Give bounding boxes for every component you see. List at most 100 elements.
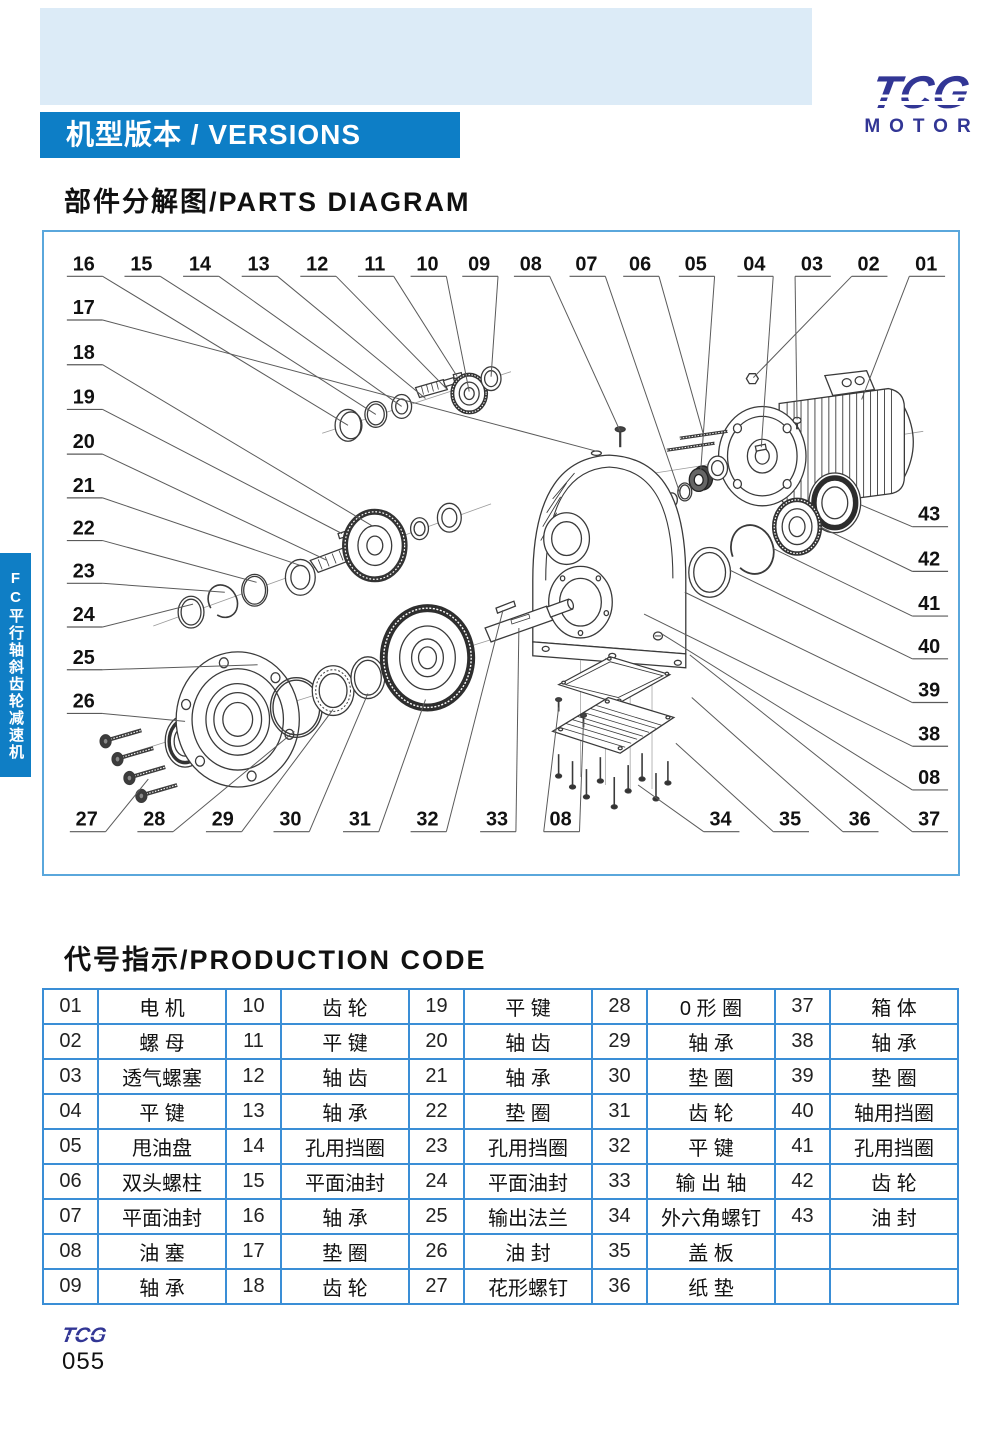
callout-leader-line xyxy=(102,712,186,722)
motor-key-drawing xyxy=(754,443,768,452)
part-code-cell: 17 xyxy=(225,1233,282,1270)
part-name-cell: 轴 承 xyxy=(280,1093,410,1130)
diagram-callout-07: 07 xyxy=(575,253,597,275)
callout-leader-line xyxy=(102,603,194,628)
diagram-callout-39: 39 xyxy=(918,680,940,702)
part-code-cell: 38 xyxy=(774,1023,831,1060)
part-code-cell: 16 xyxy=(225,1198,282,1235)
part-name-cell: 孔用挡圈 xyxy=(829,1128,959,1165)
part-name-cell: 轴用挡圈 xyxy=(829,1093,959,1130)
diagram-callout-08: 08 xyxy=(520,253,542,275)
part-code-cell: 19 xyxy=(408,988,465,1025)
part-code-cell: 39 xyxy=(774,1058,831,1095)
diagram-callout-01: 01 xyxy=(915,253,937,275)
callout-leader-line xyxy=(277,275,426,399)
callout-leader-line xyxy=(393,276,458,377)
diagram-callout-31: 31 xyxy=(349,809,371,831)
callout-leader-line xyxy=(675,742,774,833)
callout-leader-line xyxy=(102,453,328,561)
part-code-cell: 31 xyxy=(591,1093,648,1130)
callout-leader-line xyxy=(378,699,426,832)
diagram-callout-32: 32 xyxy=(416,809,438,831)
callout-leader-line xyxy=(102,364,373,527)
callout-leader-line xyxy=(102,582,225,593)
diagram-callout-05: 05 xyxy=(685,253,707,275)
callout-leader-line xyxy=(102,540,257,583)
gasket-drawing xyxy=(557,656,672,705)
callout-leader-line xyxy=(752,275,853,378)
callout-leader-line xyxy=(543,707,560,832)
diagram-callout-34: 34 xyxy=(710,809,732,831)
diagram-callout-42: 42 xyxy=(918,548,940,570)
callout-leader-line xyxy=(218,275,402,407)
part-name-cell: 输 出 轴 xyxy=(646,1163,776,1200)
motor-drawing xyxy=(717,369,914,508)
part-name-cell xyxy=(829,1233,959,1270)
diagram-callout-33: 33 xyxy=(486,809,508,831)
part-code-cell: 32 xyxy=(591,1128,648,1165)
brand-logo: TCG MOTOR xyxy=(843,66,993,153)
part-code-cell xyxy=(774,1268,831,1305)
tcg-logo-graphic: TCG MOTOR xyxy=(858,66,981,137)
part-name-cell: 平面油封 xyxy=(463,1163,593,1200)
washer-top-drawing xyxy=(590,450,602,456)
brand-name-text: TCG xyxy=(867,66,973,118)
part-code-cell: 10 xyxy=(225,988,282,1025)
diagram-callout-43: 43 xyxy=(918,504,940,526)
part-name-cell: 平 键 xyxy=(646,1128,776,1165)
part-name-cell: 轴 承 xyxy=(280,1198,410,1235)
side-tab: FC平行轴斜齿轮减速机 xyxy=(0,553,31,777)
part-code-cell: 24 xyxy=(408,1163,465,1200)
part-code-cell: 25 xyxy=(408,1198,465,1235)
callout-leader-line xyxy=(684,591,913,703)
callout-leader-line xyxy=(730,569,913,660)
part-name-cell: 垫 圈 xyxy=(646,1058,776,1095)
output-key-drawing xyxy=(495,600,517,614)
section-header-bar: 机型版本 / VERSIONS xyxy=(40,112,460,158)
part-code-cell: 35 xyxy=(591,1233,648,1270)
diagram-callout-13: 13 xyxy=(248,253,270,275)
part-code-cell: 11 xyxy=(225,1023,282,1060)
callout-leader-line xyxy=(515,628,520,832)
part-code-cell: 40 xyxy=(774,1093,831,1130)
production-code-title: 代号指示/PRODUCTION CODE xyxy=(64,945,487,975)
footer-tcg-logo: TCG xyxy=(60,1324,134,1355)
part-name-cell: 输出法兰 xyxy=(463,1198,593,1235)
diagram-callout-17: 17 xyxy=(73,297,95,319)
part-code-cell: 15 xyxy=(225,1163,282,1200)
part-name-cell: 透气螺塞 xyxy=(97,1058,227,1095)
diagram-callout-38: 38 xyxy=(918,723,940,745)
part-name-cell: 轴 承 xyxy=(97,1268,227,1305)
callout-leader-line xyxy=(860,504,913,528)
callout-leader-line xyxy=(700,276,716,472)
part-name-cell: 油 封 xyxy=(829,1198,959,1235)
tcg-logo-text: TCG xyxy=(867,66,973,118)
callout-leader-line xyxy=(102,497,301,566)
side-tab-label: FC平行轴斜齿轮减速机 xyxy=(7,569,24,761)
callout-leader-line xyxy=(490,276,499,377)
part-code-cell: 04 xyxy=(42,1093,99,1130)
part-name-cell: 油 塞 xyxy=(97,1233,227,1270)
part-code-cell: 06 xyxy=(42,1163,99,1200)
part-code-cell: 27 xyxy=(408,1268,465,1305)
diagram-callout-30: 30 xyxy=(279,809,301,831)
part-name-cell: 垫 圈 xyxy=(280,1233,410,1270)
part-code-cell: 12 xyxy=(225,1058,282,1095)
callout-leader-line xyxy=(172,730,295,833)
part-name-cell: 箱 体 xyxy=(829,988,959,1025)
part-name-cell: 平 键 xyxy=(463,988,593,1025)
part-name-cell: 0 形 圈 xyxy=(646,988,776,1025)
part-name-cell: 齿 轮 xyxy=(280,1268,410,1305)
part-name-cell: 垫 圈 xyxy=(829,1058,959,1095)
part-code-cell: 28 xyxy=(591,988,648,1025)
callout-leader-line xyxy=(105,778,149,832)
diagram-callout-08: 08 xyxy=(918,767,940,789)
part-name-cell: 轴 承 xyxy=(646,1023,776,1060)
diagram-callout-19: 19 xyxy=(73,386,95,408)
